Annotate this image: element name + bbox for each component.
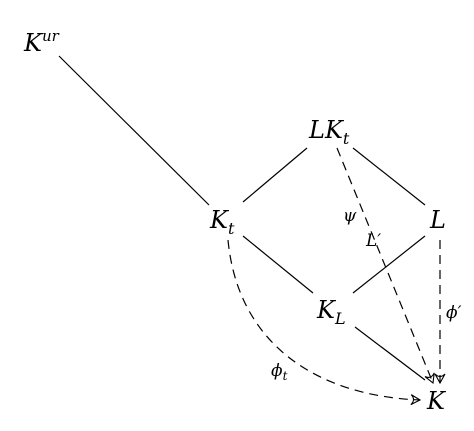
label-phi-prime: ϕ′ — [446, 303, 462, 323]
node-lkt: LKt — [308, 116, 350, 148]
edge-kt-kl — [242, 235, 314, 294]
edge-lkt-l — [352, 147, 426, 206]
node-kur: Kur — [23, 27, 60, 57]
arrow-phi-t — [227, 239, 422, 406]
edge-kt-lkt — [242, 147, 308, 203]
node-l: L — [429, 206, 446, 234]
edge-kur-kt — [58, 55, 210, 206]
node-kt: Kt — [209, 206, 235, 238]
edge-kl-k — [354, 326, 426, 381]
node-k: K — [426, 387, 447, 415]
edge-l-kl — [352, 235, 426, 294]
label-l-prime: L′ — [365, 231, 381, 251]
node-kl: KL — [316, 296, 346, 328]
arrow-psi — [336, 147, 435, 385]
label-psi: ψ — [343, 206, 357, 226]
label-phi-t: ϕt — [271, 361, 288, 383]
